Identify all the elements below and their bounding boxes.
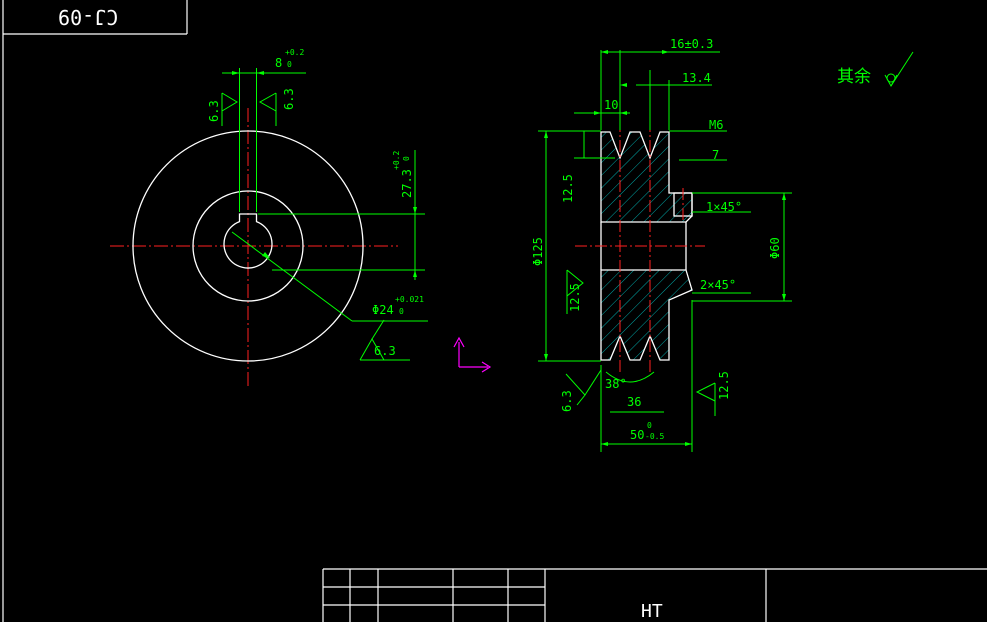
section-roughness-symbols <box>565 51 914 416</box>
remaining-roughness-note: 其余 <box>837 67 871 87</box>
section-arrows <box>544 50 786 446</box>
outer-rim-circle <box>132 130 364 362</box>
fv-roughness-left: 6.3 <box>207 100 221 122</box>
front-view: 6.3 6.3 6.3 8 +0.2 0 27.3 +0.2 0 Φ24 +0.… <box>110 48 428 386</box>
bore-with-keyway <box>223 213 273 269</box>
fv-keyway-width-tol-upper: +0.2 <box>285 48 304 57</box>
sv-groove-offset: 10 <box>604 98 618 112</box>
sv-groove-angle: 38° <box>605 377 627 391</box>
sv-total-width-tol-upper: 0 <box>647 421 652 430</box>
sv-groove-pitch: 13.4 <box>682 71 711 85</box>
fv-keyway-depth-tol-upper: +0.2 <box>392 151 401 170</box>
hub-circle <box>192 190 304 302</box>
sv-hub-dia: Φ60 <box>768 237 782 259</box>
fv-keyway-depth-tol-lower: 0 <box>402 156 411 161</box>
sv-thread: M6 <box>709 118 723 132</box>
sv-total-width: 50 <box>630 428 644 442</box>
sv-groove-depth: 12.5 <box>561 174 575 203</box>
sv-roughness-bottom-right: 12.5 <box>717 371 731 400</box>
front-view-dimension-lines <box>222 68 428 322</box>
fv-keyway-depth: 27.3 <box>400 169 414 198</box>
front-roughness-symbols <box>221 92 410 361</box>
front-view-arrows <box>232 71 417 277</box>
sv-chamfer-top: 1×45° <box>706 200 742 214</box>
sv-groove-span: 36 <box>627 395 641 409</box>
sv-outer-dia: Φ125 <box>531 237 545 266</box>
section-view: 16±0.3 13.4 10 M6 7 12.5 Φ125 1×45° Φ60 … <box>531 37 914 452</box>
sv-total-width-tol-lower: -0.5 <box>645 432 664 441</box>
material-label: HT <box>641 601 663 622</box>
sv-chamfer-bottom: 2×45° <box>700 278 736 292</box>
ucs-icon <box>453 336 492 373</box>
fv-bore-tol-lower: 0 <box>399 307 404 316</box>
fv-roughness-right: 6.3 <box>282 88 296 110</box>
section-dimension-lines <box>538 50 792 452</box>
sv-roughness-bottom-left: 6.3 <box>560 390 574 412</box>
fv-bore-tol-upper: +0.021 <box>395 295 424 304</box>
fv-bore-dia: Φ24 <box>372 303 394 317</box>
drawing-frame <box>2 0 188 622</box>
front-view-centerlines <box>110 108 398 386</box>
front-view-outline <box>132 130 364 362</box>
section-centerlines <box>575 120 705 373</box>
fv-keyway-width: 8 <box>275 56 282 70</box>
title-block <box>322 568 987 622</box>
drawing-number: CJ-09 <box>58 5 119 29</box>
sv-width-16: 16±0.3 <box>670 37 713 51</box>
fv-roughness-bore: 6.3 <box>374 344 396 358</box>
sv-roughness-left: 12.5 <box>568 283 582 312</box>
sv-thread-depth: 7 <box>712 148 719 162</box>
fv-keyway-width-tol-lower: 0 <box>287 60 292 69</box>
